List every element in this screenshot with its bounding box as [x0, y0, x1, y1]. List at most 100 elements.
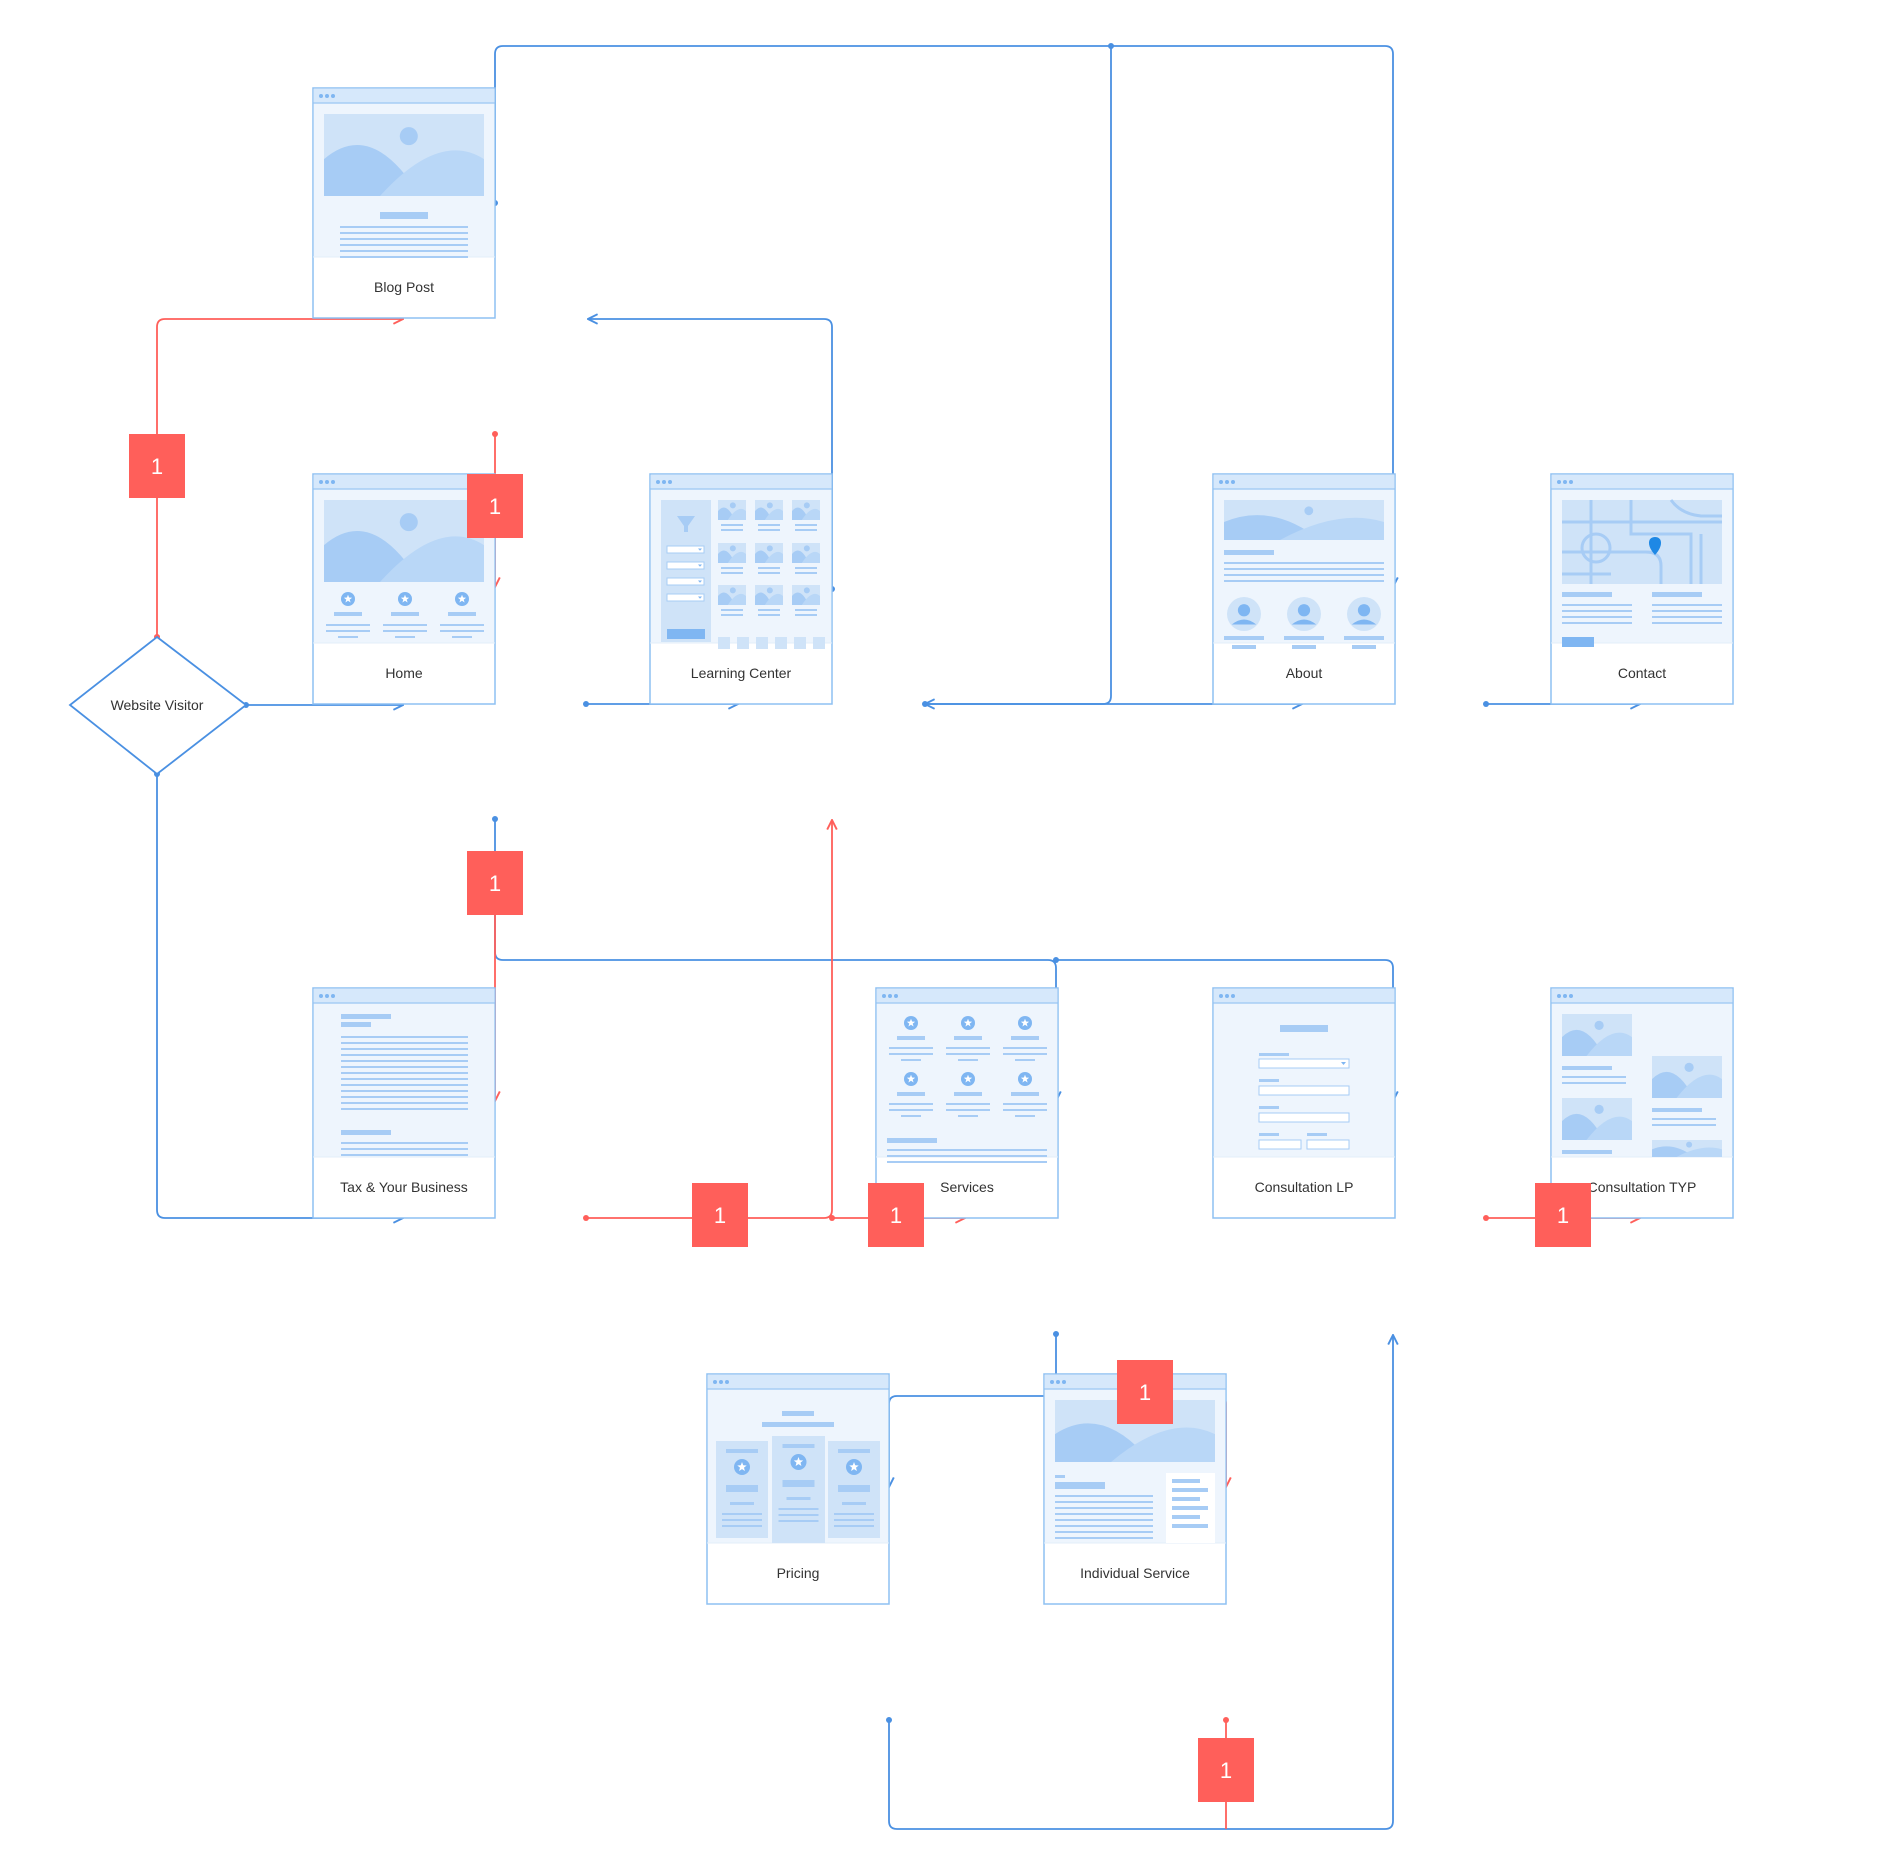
star-icon: [398, 592, 412, 606]
thumbnail-text-line: [795, 567, 817, 569]
connector-origin-dot: [1223, 1717, 1229, 1723]
pricing-tier-card: [772, 1436, 825, 1543]
mountain-shape: [801, 551, 820, 563]
page-node-typ[interactable]: Consultation TYP: [1550, 987, 1734, 1219]
edge-services-to-pricing: [889, 1334, 1057, 1487]
article-text-line: [341, 1042, 468, 1044]
about-text-line: [1224, 574, 1384, 576]
window-dot-icon: [331, 480, 335, 484]
feature-text-line: [326, 630, 370, 632]
about-text-line: [1224, 568, 1384, 570]
wireframe-article: [324, 114, 484, 258]
tier-feature-line: [730, 1502, 754, 1505]
map-roundabout: [1580, 532, 1612, 564]
wireframe-services: [887, 1016, 1047, 1163]
member-role-bar: [1292, 645, 1316, 649]
window-dot-icon: [1563, 480, 1567, 484]
page-node-blog[interactable]: Blog Post: [312, 87, 496, 319]
sidebar-line: [1172, 1497, 1200, 1501]
service-text-line: [1003, 1047, 1047, 1049]
page-label: Services: [940, 1179, 994, 1195]
hours-text-line: [1652, 616, 1722, 618]
page-node-about[interactable]: About: [1212, 473, 1396, 705]
hours-title-bar: [1652, 592, 1702, 597]
service-text-line: [1055, 1495, 1153, 1497]
article-subtitle-bar: [341, 1022, 371, 1027]
pagination-square: [756, 637, 768, 649]
mountain-shape: [801, 508, 820, 520]
step-badge-label: 1: [1557, 1203, 1569, 1228]
article-text-line: [341, 1072, 468, 1074]
chevron-down-icon: [698, 596, 702, 599]
mountain-shape: [801, 593, 820, 605]
form-text-field: [1258, 1112, 1350, 1123]
step-badge-box: [868, 1183, 924, 1247]
sun-shape: [1686, 1141, 1693, 1148]
mountain-shape: [1586, 1032, 1632, 1056]
window-dot-icon: [662, 480, 666, 484]
post-text-line: [340, 226, 468, 228]
page-label: Individual Service: [1080, 1565, 1190, 1581]
gallery-caption-bar: [1562, 1150, 1612, 1154]
contact-button: [1562, 637, 1594, 647]
avatar-icon: [1227, 597, 1261, 631]
member-name-bar: [1284, 636, 1324, 640]
gallery-text-line: [1562, 1076, 1626, 1078]
page-node-pricing[interactable]: Pricing: [706, 1373, 890, 1605]
mountain-shape: [727, 593, 746, 605]
star-shape: [457, 594, 467, 603]
avatar-icon: [1287, 597, 1321, 631]
avatar-head: [1297, 604, 1311, 617]
tier-feature-line: [778, 1508, 819, 1510]
step-badge-label: 1: [151, 454, 163, 479]
edge-home-to-consultation: [1056, 959, 1393, 1101]
sun-shape: [1594, 1104, 1604, 1114]
address-text-line: [1562, 604, 1632, 606]
wireframe-learning: [661, 500, 825, 649]
step-badge-box: [467, 851, 523, 915]
thumbnail-text-line: [795, 572, 817, 574]
page-node-tax[interactable]: Tax & Your Business: [312, 987, 496, 1219]
window-dot-icon: [888, 994, 892, 998]
service-text-line: [1055, 1525, 1153, 1527]
chevron-down-icon: [698, 580, 702, 583]
gallery-text-line: [1562, 1082, 1626, 1084]
decision-website-visitor[interactable]: Website Visitor: [68, 635, 248, 776]
avatar-head: [1237, 604, 1251, 617]
mountain-shape: [764, 551, 783, 563]
service-text-line: [1055, 1501, 1153, 1503]
post-text-line: [340, 244, 468, 246]
browser-bar: [707, 1374, 889, 1390]
form-label: [1259, 1053, 1289, 1056]
form-text-field: [1258, 1085, 1350, 1096]
page-node-consult[interactable]: Consultation LP: [1212, 987, 1396, 1219]
article-text-line: [341, 1096, 468, 1098]
star-icon: [961, 1072, 975, 1086]
sidebar-line: [1172, 1515, 1200, 1519]
tier-feature-line: [834, 1525, 874, 1527]
page-node-contact[interactable]: Contact: [1550, 473, 1734, 705]
page-node-home[interactable]: Home: [312, 473, 496, 705]
services-heading-bar: [887, 1138, 937, 1143]
service-title-bar: [954, 1036, 982, 1040]
pricing-title-bar: [782, 1411, 814, 1416]
gallery-text-line: [1652, 1124, 1716, 1126]
page-label: Tax & Your Business: [340, 1179, 468, 1195]
step-badge: 1: [467, 474, 523, 538]
star-icon: [455, 592, 469, 606]
avatar-body: [1351, 619, 1377, 625]
page-node-services[interactable]: Services: [875, 987, 1059, 1219]
gallery-caption-bar: [1652, 1108, 1702, 1112]
service-text-line: [1055, 1531, 1153, 1533]
wireframe-text: [341, 1014, 468, 1156]
article-heading-bar: [341, 1130, 391, 1135]
page-node-learning[interactable]: Learning Center: [649, 473, 833, 705]
post-text-line: [340, 250, 468, 252]
map-road: [1629, 500, 1693, 584]
page-node-individual[interactable]: Individual Service: [1043, 1373, 1227, 1605]
map-road: [1562, 550, 1663, 584]
step-badge-box: [467, 474, 523, 538]
article-text-line: [341, 1108, 468, 1110]
